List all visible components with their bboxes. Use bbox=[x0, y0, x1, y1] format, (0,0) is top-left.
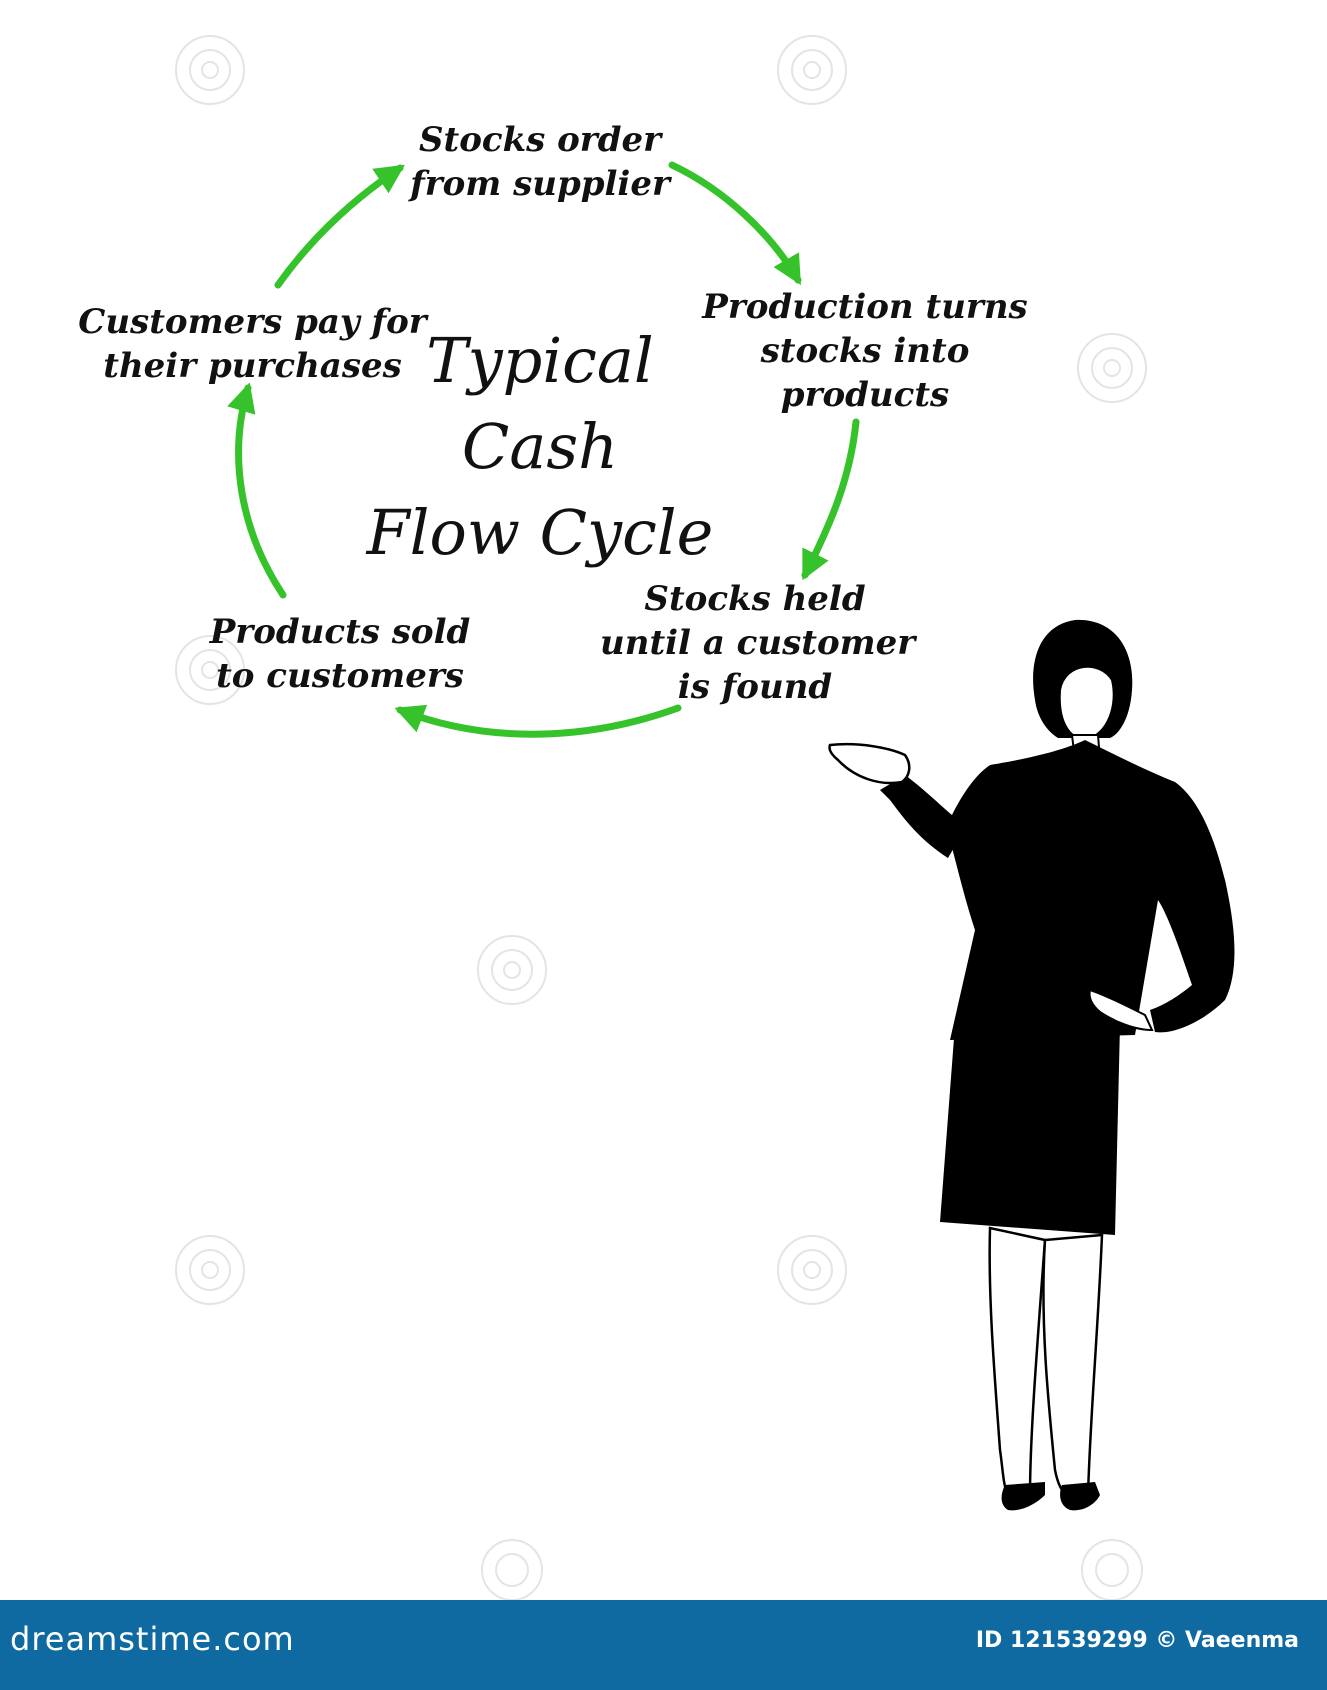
diagram-title: Typical Cash Flow Cycle bbox=[330, 318, 750, 576]
watermark-swirl-icon bbox=[481, 1539, 543, 1601]
watermark-swirl-icon bbox=[175, 35, 245, 105]
step-label-line: Stocks held bbox=[644, 579, 866, 619]
presenter-figure bbox=[828, 619, 1235, 1511]
step-label-line: Customers pay for bbox=[78, 302, 427, 342]
title-line: Cash bbox=[461, 410, 619, 483]
businesswoman-silhouette-icon bbox=[828, 619, 1235, 1511]
watermark-swirl-icon bbox=[175, 1235, 245, 1305]
arrow-order-to-production bbox=[668, 161, 802, 286]
title-line: Typical bbox=[426, 324, 654, 397]
step-label-line: Stocks order bbox=[418, 120, 662, 160]
step-label-line: Production turns bbox=[702, 287, 1028, 327]
arrow-held-to-sold bbox=[394, 704, 682, 738]
watermark-swirl-icon bbox=[1081, 1539, 1143, 1601]
watermark-swirl-icon bbox=[777, 1235, 847, 1305]
step-label-line: to customers bbox=[216, 656, 464, 696]
watermark-swirl-icon bbox=[777, 35, 847, 105]
step-production: Production turns stocks into products bbox=[700, 285, 1030, 417]
title-line: Flow Cycle bbox=[366, 496, 714, 569]
arrow-sold-to-pay bbox=[227, 382, 287, 599]
footer-credit: ID 121539299 © Vaeenma bbox=[975, 1628, 1299, 1653]
cycle-arrows bbox=[227, 161, 860, 738]
step-label-line: Products sold bbox=[209, 612, 471, 652]
step-label-line: until a customer bbox=[600, 623, 916, 663]
step-customers-pay: Customers pay for their purchases bbox=[75, 300, 430, 388]
watermark-swirl-icon bbox=[477, 935, 547, 1005]
footer-logo: dreamstime.com bbox=[10, 1620, 295, 1658]
step-label-line: stocks into bbox=[760, 331, 970, 371]
step-label-line: products bbox=[780, 375, 950, 415]
arrow-production-to-held bbox=[801, 418, 860, 581]
step-stocks-held: Stocks held until a customer is found bbox=[600, 577, 916, 709]
watermark-swirl-icon bbox=[1077, 333, 1147, 403]
step-label-line: from supplier bbox=[410, 164, 670, 204]
step-label-line: is found bbox=[677, 667, 833, 707]
step-stocks-order: Stocks order from supplier bbox=[400, 118, 680, 206]
step-products-sold: Products sold to customers bbox=[200, 610, 480, 698]
step-label-line: their purchases bbox=[103, 346, 402, 386]
watermark-footer-bar: dreamstime.com ID 121539299 © Vaeenma bbox=[0, 1600, 1327, 1690]
watermark-swirl-icon bbox=[175, 635, 245, 705]
arrow-pay-to-order bbox=[274, 164, 405, 289]
